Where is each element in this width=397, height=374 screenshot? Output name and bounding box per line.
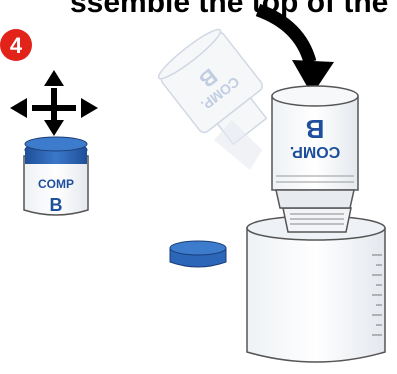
small-bottle-cap: [25, 150, 87, 164]
step-badge: 4: [0, 29, 32, 61]
small-bottle: COMP B: [23, 136, 89, 216]
small-bottle-label-line1: COMP: [38, 177, 74, 191]
motion-shadow: [214, 120, 262, 170]
adapter: [282, 207, 352, 233]
step-badge-circle: [0, 29, 32, 61]
small-bottle-label-line2: B: [50, 195, 63, 215]
inverted-bottle: COMP. B: [271, 85, 359, 209]
inverted-bottle-label-line2: B: [306, 114, 325, 144]
step-number: 4: [10, 33, 23, 58]
jar: [246, 215, 386, 363]
jar-scale: [372, 254, 382, 336]
header-text: ssemble the top of the complete: [70, 0, 397, 19]
loose-cap: [169, 240, 227, 268]
inverted-bottle-label-line1: COMP.: [290, 143, 340, 160]
four-way-arrow-icon: [10, 70, 98, 136]
tilted-bottle-ghost: COMP. B: [157, 28, 268, 146]
curved-arrow-icon: [255, 3, 334, 95]
